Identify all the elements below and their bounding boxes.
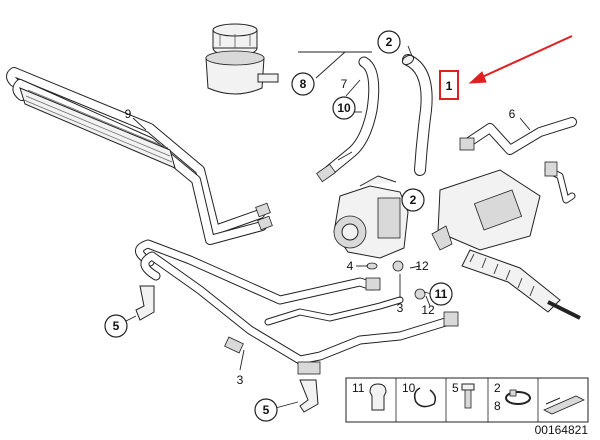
diagram-number: 00164821	[535, 423, 589, 437]
callout-5-lower: 5	[263, 403, 270, 417]
seal-rings	[366, 260, 426, 300]
plug-icon	[369, 383, 387, 411]
shim-icon	[543, 395, 585, 415]
highlight-arrow	[468, 35, 573, 84]
bracket-upper	[135, 285, 155, 321]
cooler-line	[6, 67, 273, 245]
callout-6: 6	[509, 107, 516, 121]
legend-5: 5	[452, 381, 459, 395]
callout-1-box	[439, 70, 459, 100]
callout-10: 10	[337, 101, 351, 115]
legend-8: 8	[494, 399, 501, 413]
legend-2: 2	[494, 381, 501, 395]
suction-hose	[401, 54, 433, 176]
callout-7: 7	[341, 77, 348, 91]
callout-11: 11	[435, 287, 448, 301]
callout-3-mid: 3	[397, 301, 404, 315]
legend-10: 10	[402, 381, 416, 395]
hardware-legend: 11 10 5 2 8	[345, 377, 589, 423]
callout-3-lower: 3	[237, 373, 244, 387]
callout-5-upper: 5	[113, 319, 120, 333]
callout-2-mid: 2	[410, 193, 417, 207]
bolt-icon	[461, 383, 475, 391]
steering-pump	[333, 175, 409, 259]
clamp-icon	[413, 387, 437, 408]
bracket-lower	[299, 379, 319, 413]
callout-12-upper: 12	[415, 259, 429, 273]
legend-11: 11	[352, 381, 365, 395]
callout-12-lower: 12	[421, 303, 435, 317]
rack-return-line	[459, 117, 577, 204]
callouts: 1 2 8 7 10 9 6 2 4 12 3 11 12 5 3 5	[104, 30, 516, 422]
reservoir	[205, 23, 279, 95]
callout-8: 8	[300, 77, 307, 91]
callout-4: 4	[347, 259, 354, 273]
callout-2-top: 2	[386, 35, 393, 49]
callout-9: 9	[125, 107, 132, 121]
callout-1: 1	[446, 79, 453, 93]
pressure-hose	[135, 239, 459, 375]
steering-rack	[431, 169, 581, 320]
return-hose	[316, 56, 380, 183]
hose-clamp-icon	[505, 391, 531, 405]
